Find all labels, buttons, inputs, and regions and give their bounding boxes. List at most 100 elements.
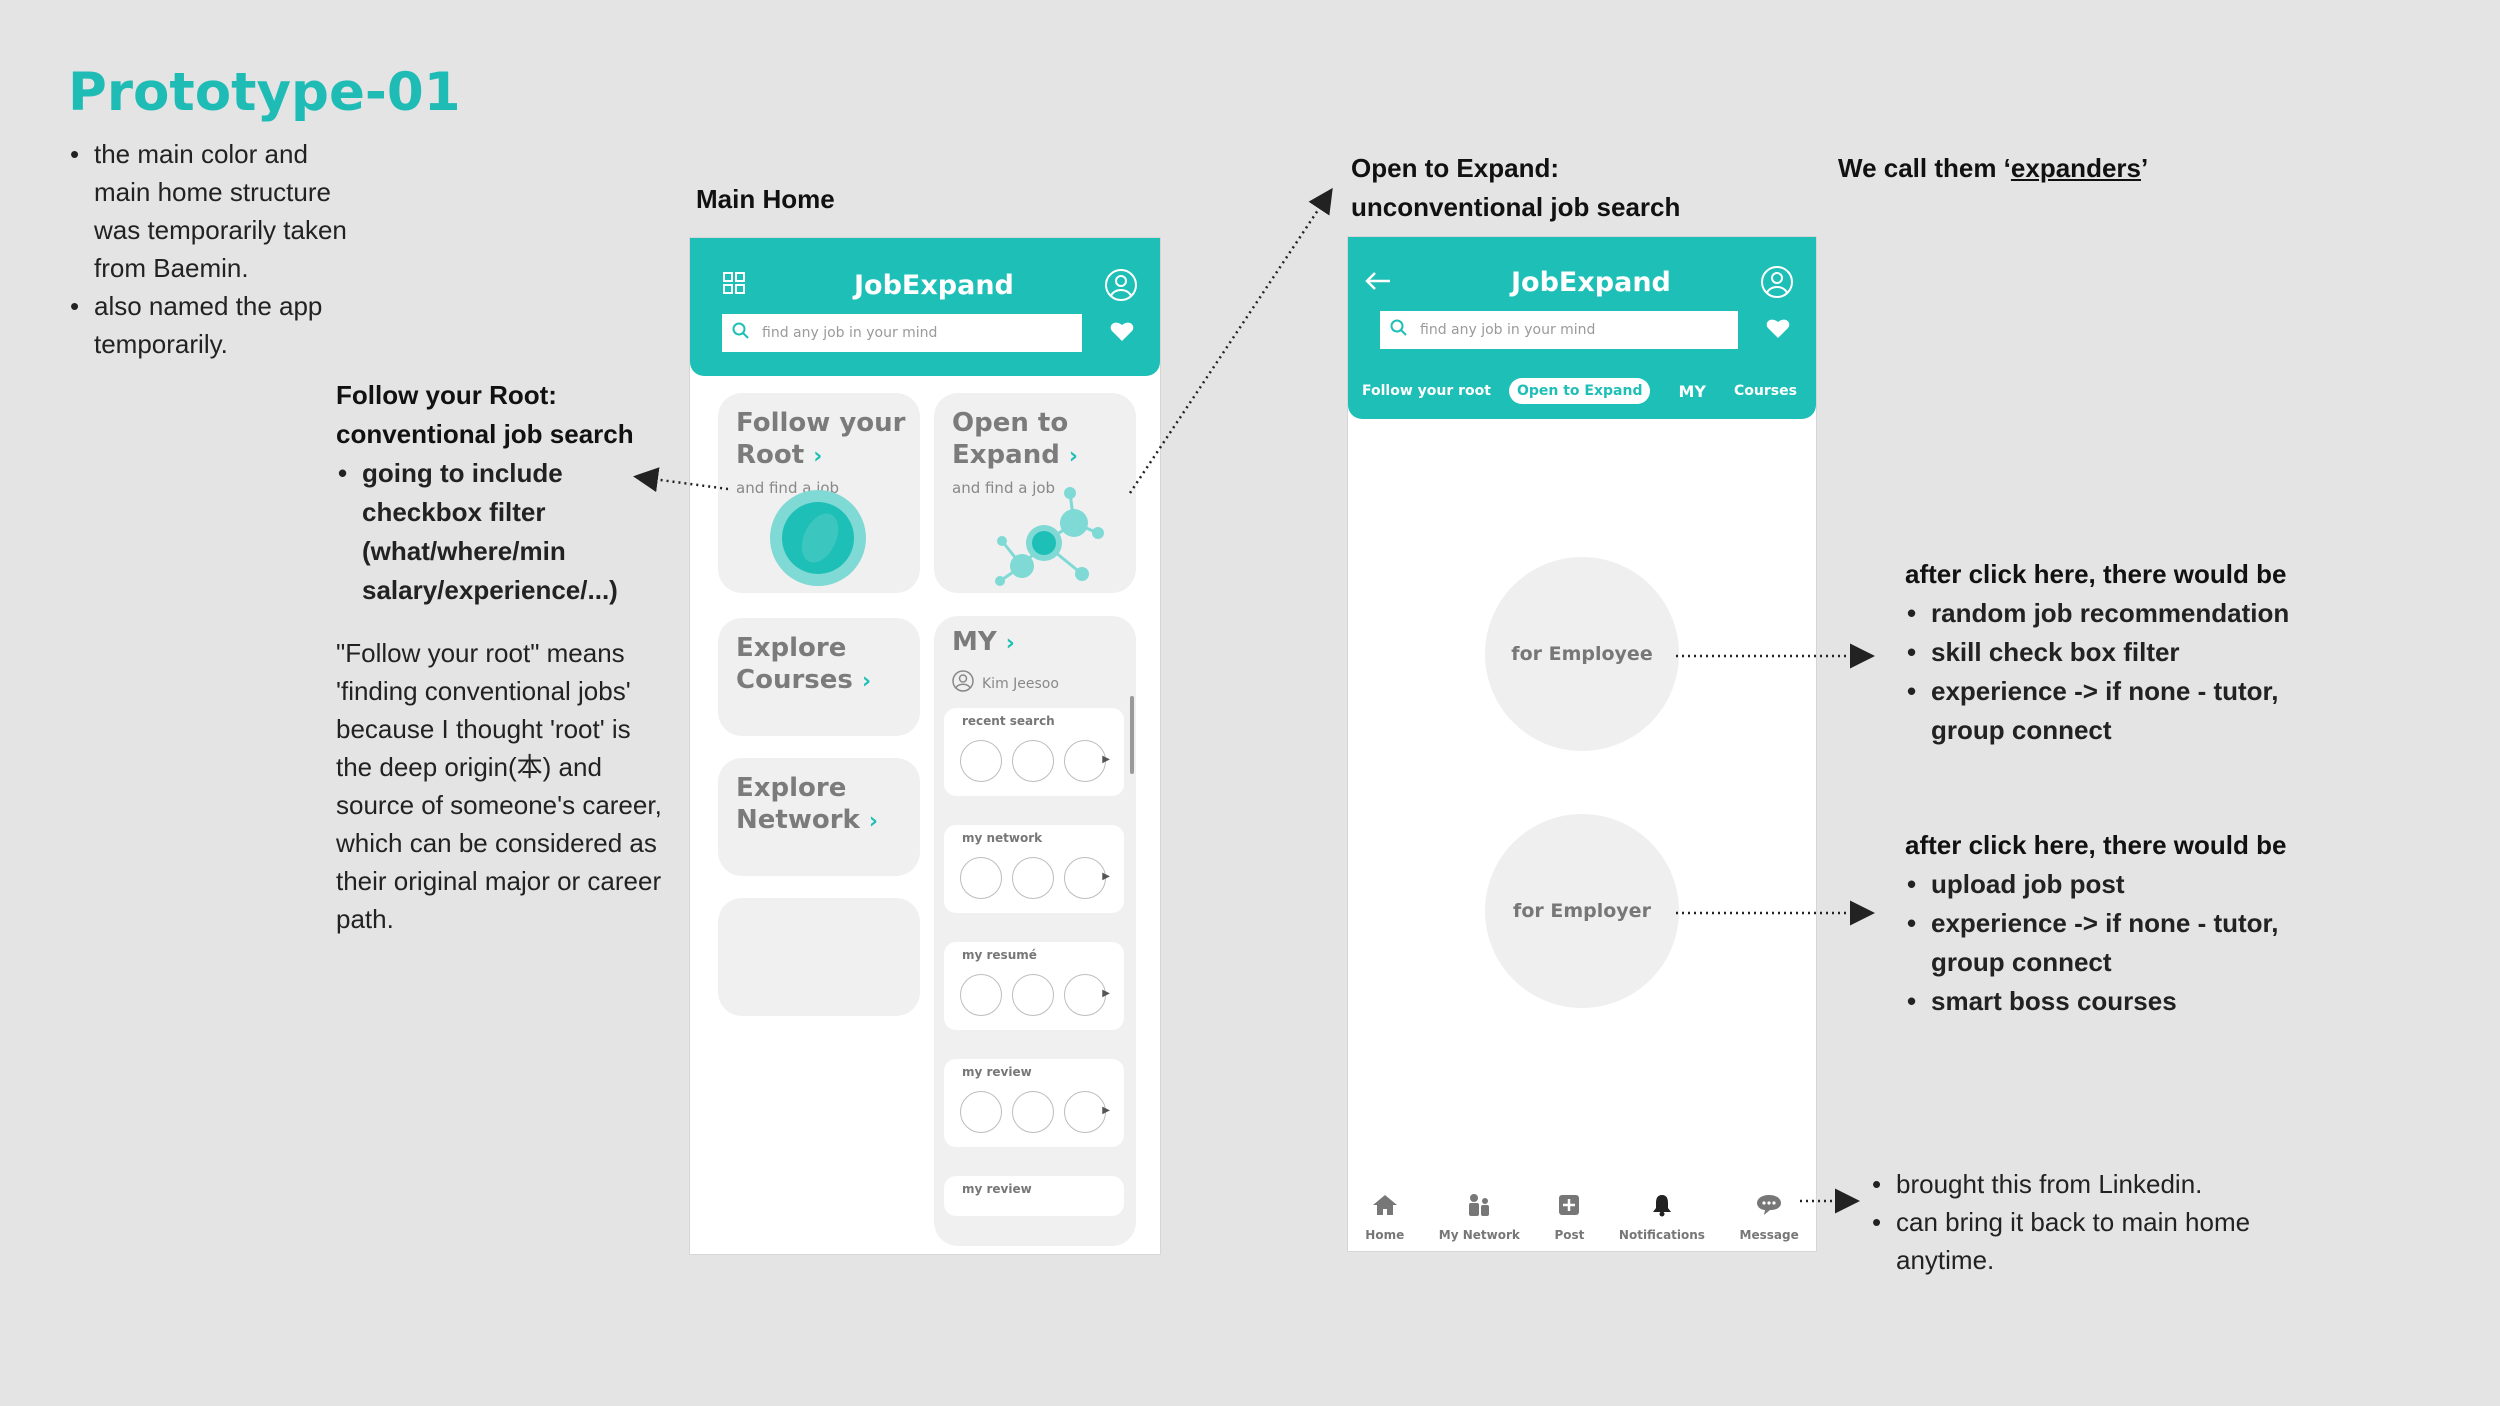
- employee-note-heading: after click here, there would be: [1905, 559, 2287, 589]
- grid-icon[interactable]: [722, 271, 746, 300]
- profile-icon[interactable]: [1104, 268, 1138, 307]
- my-section-review[interactable]: my review ▶: [944, 1059, 1124, 1147]
- search-input[interactable]: find any job in your mind: [1380, 311, 1738, 349]
- employer-note-bullet: experience -> if none - tutor, group con…: [1905, 904, 2325, 982]
- card-title-line: Explore: [736, 633, 847, 663]
- arrow-to-follow-root-note: [633, 467, 729, 493]
- expanders-prefix: We call them ‘: [1838, 153, 2011, 183]
- heart-icon[interactable]: [1110, 320, 1134, 347]
- employer-note-bullet: smart boss courses: [1905, 982, 2325, 1021]
- app-brand: JobExpand: [854, 270, 1014, 301]
- empty-card[interactable]: [718, 898, 920, 1016]
- nav-note: brought this from Linkedin. can bring it…: [1870, 1165, 2290, 1279]
- search-input[interactable]: find any job in your mind: [722, 314, 1082, 352]
- my-section-review-2[interactable]: my review: [944, 1176, 1124, 1216]
- heart-icon[interactable]: [1766, 317, 1790, 344]
- my-card[interactable]: MY › Kim Jeesoo recent search ▶ my netwo…: [934, 616, 1136, 1246]
- explore-courses-card[interactable]: Explore Courses ›: [718, 618, 920, 736]
- expanders-suffix: ’: [2141, 153, 2149, 183]
- employer-note-heading: after click here, there would be: [1905, 830, 2287, 860]
- my-section-recent-search[interactable]: recent search ▶: [944, 708, 1124, 796]
- employee-note: after click here, there would be random …: [1905, 555, 2325, 750]
- nav-my-network[interactable]: My Network: [1439, 1193, 1520, 1242]
- chevron-right-icon: ›: [861, 669, 872, 694]
- network-illustration-icon: [974, 471, 1124, 596]
- follow-root-note: Follow your Root: conventional job searc…: [336, 376, 666, 938]
- nav-note-bullet: brought this from Linkedin.: [1870, 1165, 2290, 1203]
- user-name: Kim Jeesoo: [982, 675, 1059, 692]
- employer-note: after click here, there would be upload …: [1905, 826, 2325, 1021]
- my-title: MY: [952, 627, 997, 657]
- employer-note-bullet: upload job post: [1905, 865, 2325, 904]
- placeholder-circle: [1064, 857, 1106, 899]
- main-home-phone: JobExpand find any job in your mind Foll…: [689, 237, 1161, 1255]
- section-label: my review: [962, 1065, 1032, 1079]
- explore-network-card[interactable]: Explore Network ›: [718, 758, 920, 876]
- app-header: JobExpand find any job in your mind: [690, 238, 1160, 376]
- placeholder-circle: [1064, 740, 1106, 782]
- placeholder-circle: [960, 857, 1002, 899]
- open-expand-phone: JobExpand find any job in your mind Foll…: [1347, 236, 1817, 1252]
- home-icon: [1371, 1193, 1399, 1222]
- for-employer-button[interactable]: for Employer: [1485, 814, 1679, 1008]
- card-title-line: Network: [736, 805, 860, 835]
- placeholder-circle: [1012, 974, 1054, 1016]
- tab-bar: Follow your root Open to Expand MY Cours…: [1348, 371, 1816, 411]
- nav-label: Message: [1739, 1227, 1799, 1242]
- scrollbar[interactable]: [1130, 696, 1134, 774]
- play-arrow-icon[interactable]: ▶: [1102, 754, 1110, 765]
- intro-notes: the main color and main home structure w…: [68, 135, 368, 363]
- for-employee-button[interactable]: for Employee: [1485, 557, 1679, 751]
- root-illustration-icon: [768, 488, 868, 593]
- app-header: JobExpand find any job in your mind Foll…: [1348, 237, 1816, 419]
- play-arrow-icon[interactable]: ▶: [1102, 988, 1110, 999]
- tab-open-expand[interactable]: Open to Expand: [1508, 378, 1651, 404]
- open-expand-card[interactable]: Open to Expand › and find a job: [934, 393, 1136, 593]
- placeholder-circle: [1064, 1091, 1106, 1133]
- arrow-to-open-expand-label: [1128, 187, 1333, 494]
- tab-follow-root[interactable]: Follow your root: [1362, 383, 1491, 399]
- chat-bubble-icon: [1755, 1193, 1783, 1222]
- nav-notifications[interactable]: Notifications: [1619, 1193, 1705, 1242]
- follow-root-card[interactable]: Follow your Root › and find a job: [718, 393, 920, 593]
- nav-home[interactable]: Home: [1365, 1193, 1404, 1242]
- section-label: recent search: [962, 714, 1055, 728]
- play-arrow-icon[interactable]: ▶: [1102, 871, 1110, 882]
- nav-post[interactable]: Post: [1554, 1193, 1584, 1242]
- plus-square-icon: [1557, 1193, 1581, 1222]
- search-placeholder: find any job in your mind: [1420, 322, 1596, 338]
- search-icon: [732, 322, 750, 345]
- page-title: Prototype-01: [68, 62, 461, 123]
- placeholder-circle: [960, 974, 1002, 1016]
- chevron-right-icon: ›: [813, 444, 823, 469]
- play-arrow-icon[interactable]: ▶: [1102, 1105, 1110, 1116]
- nav-note-bullet: can bring it back to main home anytime.: [1870, 1203, 2290, 1279]
- employee-note-bullet: experience -> if none - tutor, group con…: [1905, 672, 2325, 750]
- placeholder-circle: [1012, 740, 1054, 782]
- tab-courses[interactable]: Courses: [1733, 383, 1797, 399]
- nav-message[interactable]: Message: [1740, 1193, 1799, 1242]
- employee-note-bullet: random job recommendation: [1905, 594, 2325, 633]
- follow-root-heading: Follow your Root:: [336, 380, 557, 410]
- placeholder-circle: [1012, 857, 1054, 899]
- section-label: my review: [962, 1182, 1032, 1196]
- open-expand-subheading: unconventional job search: [1351, 192, 1681, 222]
- follow-root-subheading: conventional job search: [336, 419, 634, 449]
- bottom-nav: Home My Network Post Notifications Messa…: [1348, 1177, 1816, 1257]
- search-icon: [1390, 319, 1408, 342]
- card-subtitle: and find a job: [952, 479, 1056, 497]
- employee-note-bullet: skill check box filter: [1905, 633, 2325, 672]
- section-label: my network: [962, 831, 1043, 845]
- my-section-resume[interactable]: my resumé ▶: [944, 942, 1124, 1030]
- tab-my[interactable]: MY: [1678, 381, 1706, 401]
- card-title-line: Explore: [736, 773, 847, 803]
- main-home-label: Main Home: [696, 184, 835, 214]
- card-title-line: Courses: [736, 665, 853, 695]
- back-arrow-icon[interactable]: [1364, 271, 1392, 296]
- placeholder-circle: [1012, 1091, 1054, 1133]
- my-section-network[interactable]: my network ▶: [944, 825, 1124, 913]
- nav-label: Home: [1365, 1227, 1405, 1242]
- chevron-right-icon: ›: [1068, 444, 1078, 469]
- profile-icon[interactable]: [1760, 265, 1794, 304]
